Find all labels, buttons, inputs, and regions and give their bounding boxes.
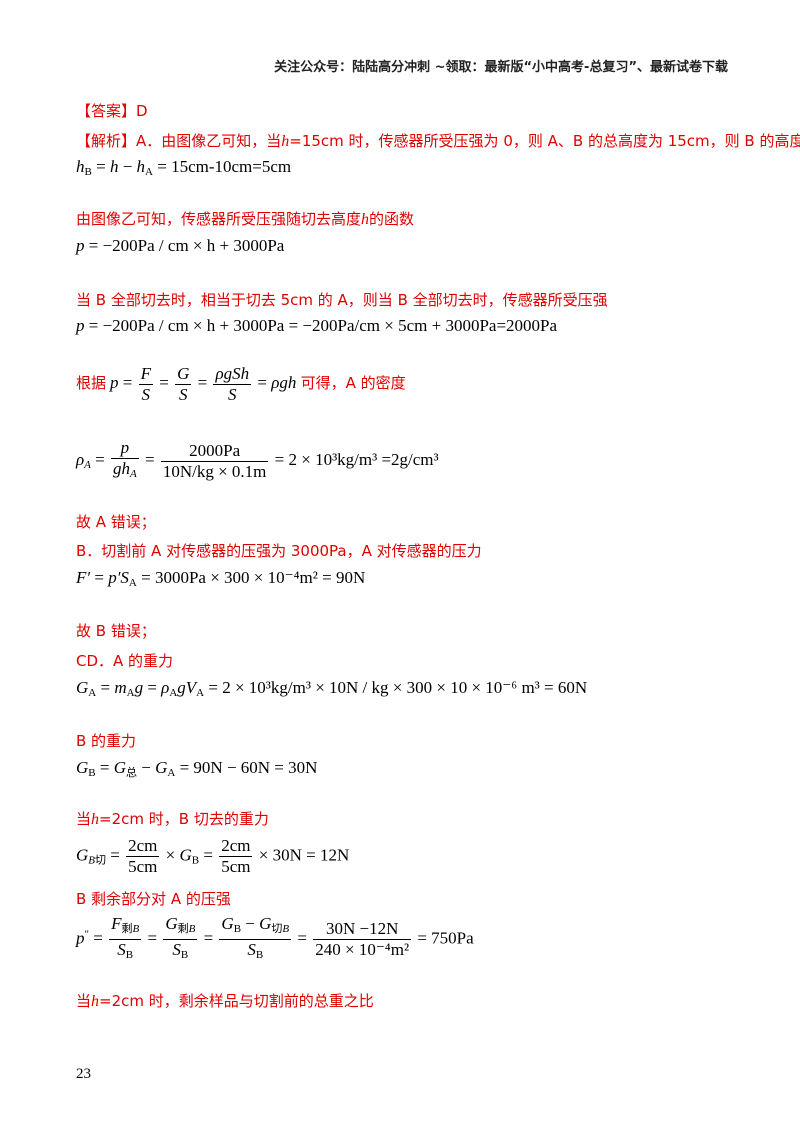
analysis-line: 【解析】A．由图像乙可知，当h=15cm 时，传感器所受压强为 0，则 A、B … (76, 130, 800, 151)
answer-line: 【答案】D (76, 102, 148, 120)
eq9-tail: = 12N (306, 845, 350, 865)
ratio-tail: =2cm 时，剩余样品与切割前的总重之比 (99, 992, 374, 1010)
genju-text: 根据 (76, 374, 107, 393)
b-rest-text: B 剩余部分对 A 的压强 (76, 890, 231, 908)
ratio-h: h (91, 993, 100, 1010)
h2-tail: =2cm 时，B 切去的重力 (99, 810, 269, 828)
function-text-main: 由图像乙可知，传感器所受压强随切去高度 (76, 210, 362, 228)
eq10-denominator: 240 × 10⁻⁴m² (315, 940, 410, 959)
function-text: 由图像乙可知，传感器所受压强随切去高度h的函数 (76, 208, 414, 229)
equation-b-all: p = −200Pa / cm × h + 3000Pa = −200Pa/cm… (76, 316, 558, 335)
eq2-value: = −200Pa / cm × h + 3000Pa (88, 236, 285, 255)
analysis-h: h (281, 133, 290, 150)
eq5-tail: = 2 × 10³kg/m³ =2g/cm³ (274, 449, 439, 469)
equation-force: F′ = p′SA = 3000Pa × 300 × 10⁻⁴m² = 90N (76, 568, 366, 589)
eq10-numerator: 30N −12N (313, 919, 412, 940)
h2-h: h (91, 811, 100, 828)
ratio-prefix: 当 (76, 992, 92, 1010)
eq6-value: = 3000Pa × 300 × 10⁻⁴m² = 90N (141, 568, 366, 587)
function-text-h: h (361, 211, 370, 228)
ratio-text: 当h=2cm 时，剩余样品与切割前的总重之比 (76, 990, 374, 1011)
b-weight-text: B 的重力 (76, 732, 137, 750)
eq10-tail: = 750Pa (417, 928, 474, 948)
eq3-value: = −200Pa / cm × h + 3000Pa = −200Pa/cm ×… (88, 316, 558, 335)
eq5-numerator: 2000Pa (160, 441, 269, 462)
page-number: 23 (76, 1066, 91, 1082)
equation-hb: hB = h − hA = 15cm-10cm=5cm (76, 157, 292, 178)
eq8-value: = 90N − 60N = 30N (179, 758, 318, 777)
equation-ga: GA = mAg = ρAgVA = 2 × 10³kg/m³ × 10N / … (76, 678, 588, 699)
kede-text: 可得，A 的密度 (300, 374, 406, 393)
b-all-text: 当 B 全部切去时，相当于切去 5cm 的 A，则当 B 全部切去时，传感器所受… (76, 291, 608, 309)
cd-text: CD．A 的重力 (76, 652, 174, 670)
a-wrong-text: 故 A 错误； (76, 513, 156, 531)
eq5-denominator: 10N/kg × 0.1m (162, 461, 267, 481)
analysis-rest: =15cm 时，传感器所受压强为 0，则 A、B 的总高度为 15cm，则 B … (289, 132, 800, 150)
equation-function: p = −200Pa / cm × h + 3000Pa (76, 236, 285, 255)
eq1-value: = 15cm-10cm=5cm (157, 157, 292, 176)
b-pressure-text: B．切割前 A 对传感器的压强为 3000Pa，A 对传感器的压力 (76, 542, 482, 560)
analysis-label: 【解析】A．由图像乙可知，当 (76, 132, 282, 150)
function-text-tail: 的函数 (369, 210, 415, 228)
page-header: 关注公众号：陆陆高分冲刺 ~领取：最新版“小中高考-总复习”、最新试卷下载 (274, 60, 728, 75)
eq7-value: = 2 × 10³kg/m³ × 10N / kg × 300 × 10 × 1… (208, 678, 588, 697)
b-wrong-text: 故 B 错误； (76, 622, 156, 640)
equation-gb: GB = G总 − GA = 90N − 60N = 30N (76, 758, 318, 779)
h2-prefix: 当 (76, 810, 92, 828)
h2-text: 当h=2cm 时，B 切去的重力 (76, 808, 269, 829)
